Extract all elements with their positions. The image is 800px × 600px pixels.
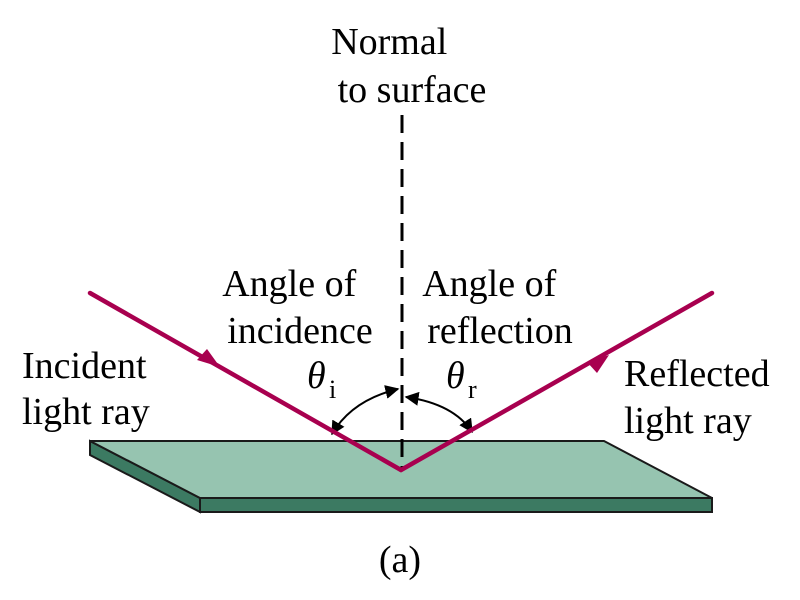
incident-ray-label: Incident light ray	[22, 345, 156, 433]
angle-reflection-arc	[404, 391, 473, 434]
reflected-ray-label-line1: Reflected	[624, 353, 770, 395]
normal-label-line1: Normal	[331, 21, 447, 63]
surface-front-edge	[199, 497, 713, 513]
theta-i-subscript: i	[329, 375, 336, 404]
reflected-ray	[398, 290, 715, 473]
reflected-ray-arrow	[587, 355, 609, 373]
reflected-ray-label-line2: light ray	[624, 400, 752, 442]
incident-ray-label-line1: Incident	[22, 345, 147, 387]
theta-r-letter: θ	[446, 355, 465, 397]
reflection-label-line2: reflection	[427, 310, 573, 352]
theta-i-letter: θ	[307, 355, 326, 397]
incidence-label-line2: incidence	[227, 310, 373, 352]
reflected-ray-label: Reflected light ray	[624, 353, 779, 442]
reflection-label: Angle of reflection	[422, 263, 573, 352]
angle-incidence-arc	[331, 385, 400, 436]
theta-r-subscript: r	[468, 375, 477, 404]
figure-caption: (a)	[379, 539, 421, 581]
reflection-label-line1: Angle of	[422, 263, 556, 305]
incidence-label: Angle of incidence	[222, 263, 373, 352]
incident-ray-label-line2: light ray	[22, 391, 150, 433]
incidence-label-line1: Angle of	[222, 263, 356, 305]
theta-r-symbol: θ r	[446, 355, 477, 404]
incident-ray	[87, 290, 404, 473]
incident-ray-arrow	[197, 349, 220, 367]
normal-label: Normal to surface	[331, 21, 486, 111]
theta-i-symbol: θ i	[307, 355, 336, 404]
normal-label-line2: to surface	[338, 69, 487, 111]
